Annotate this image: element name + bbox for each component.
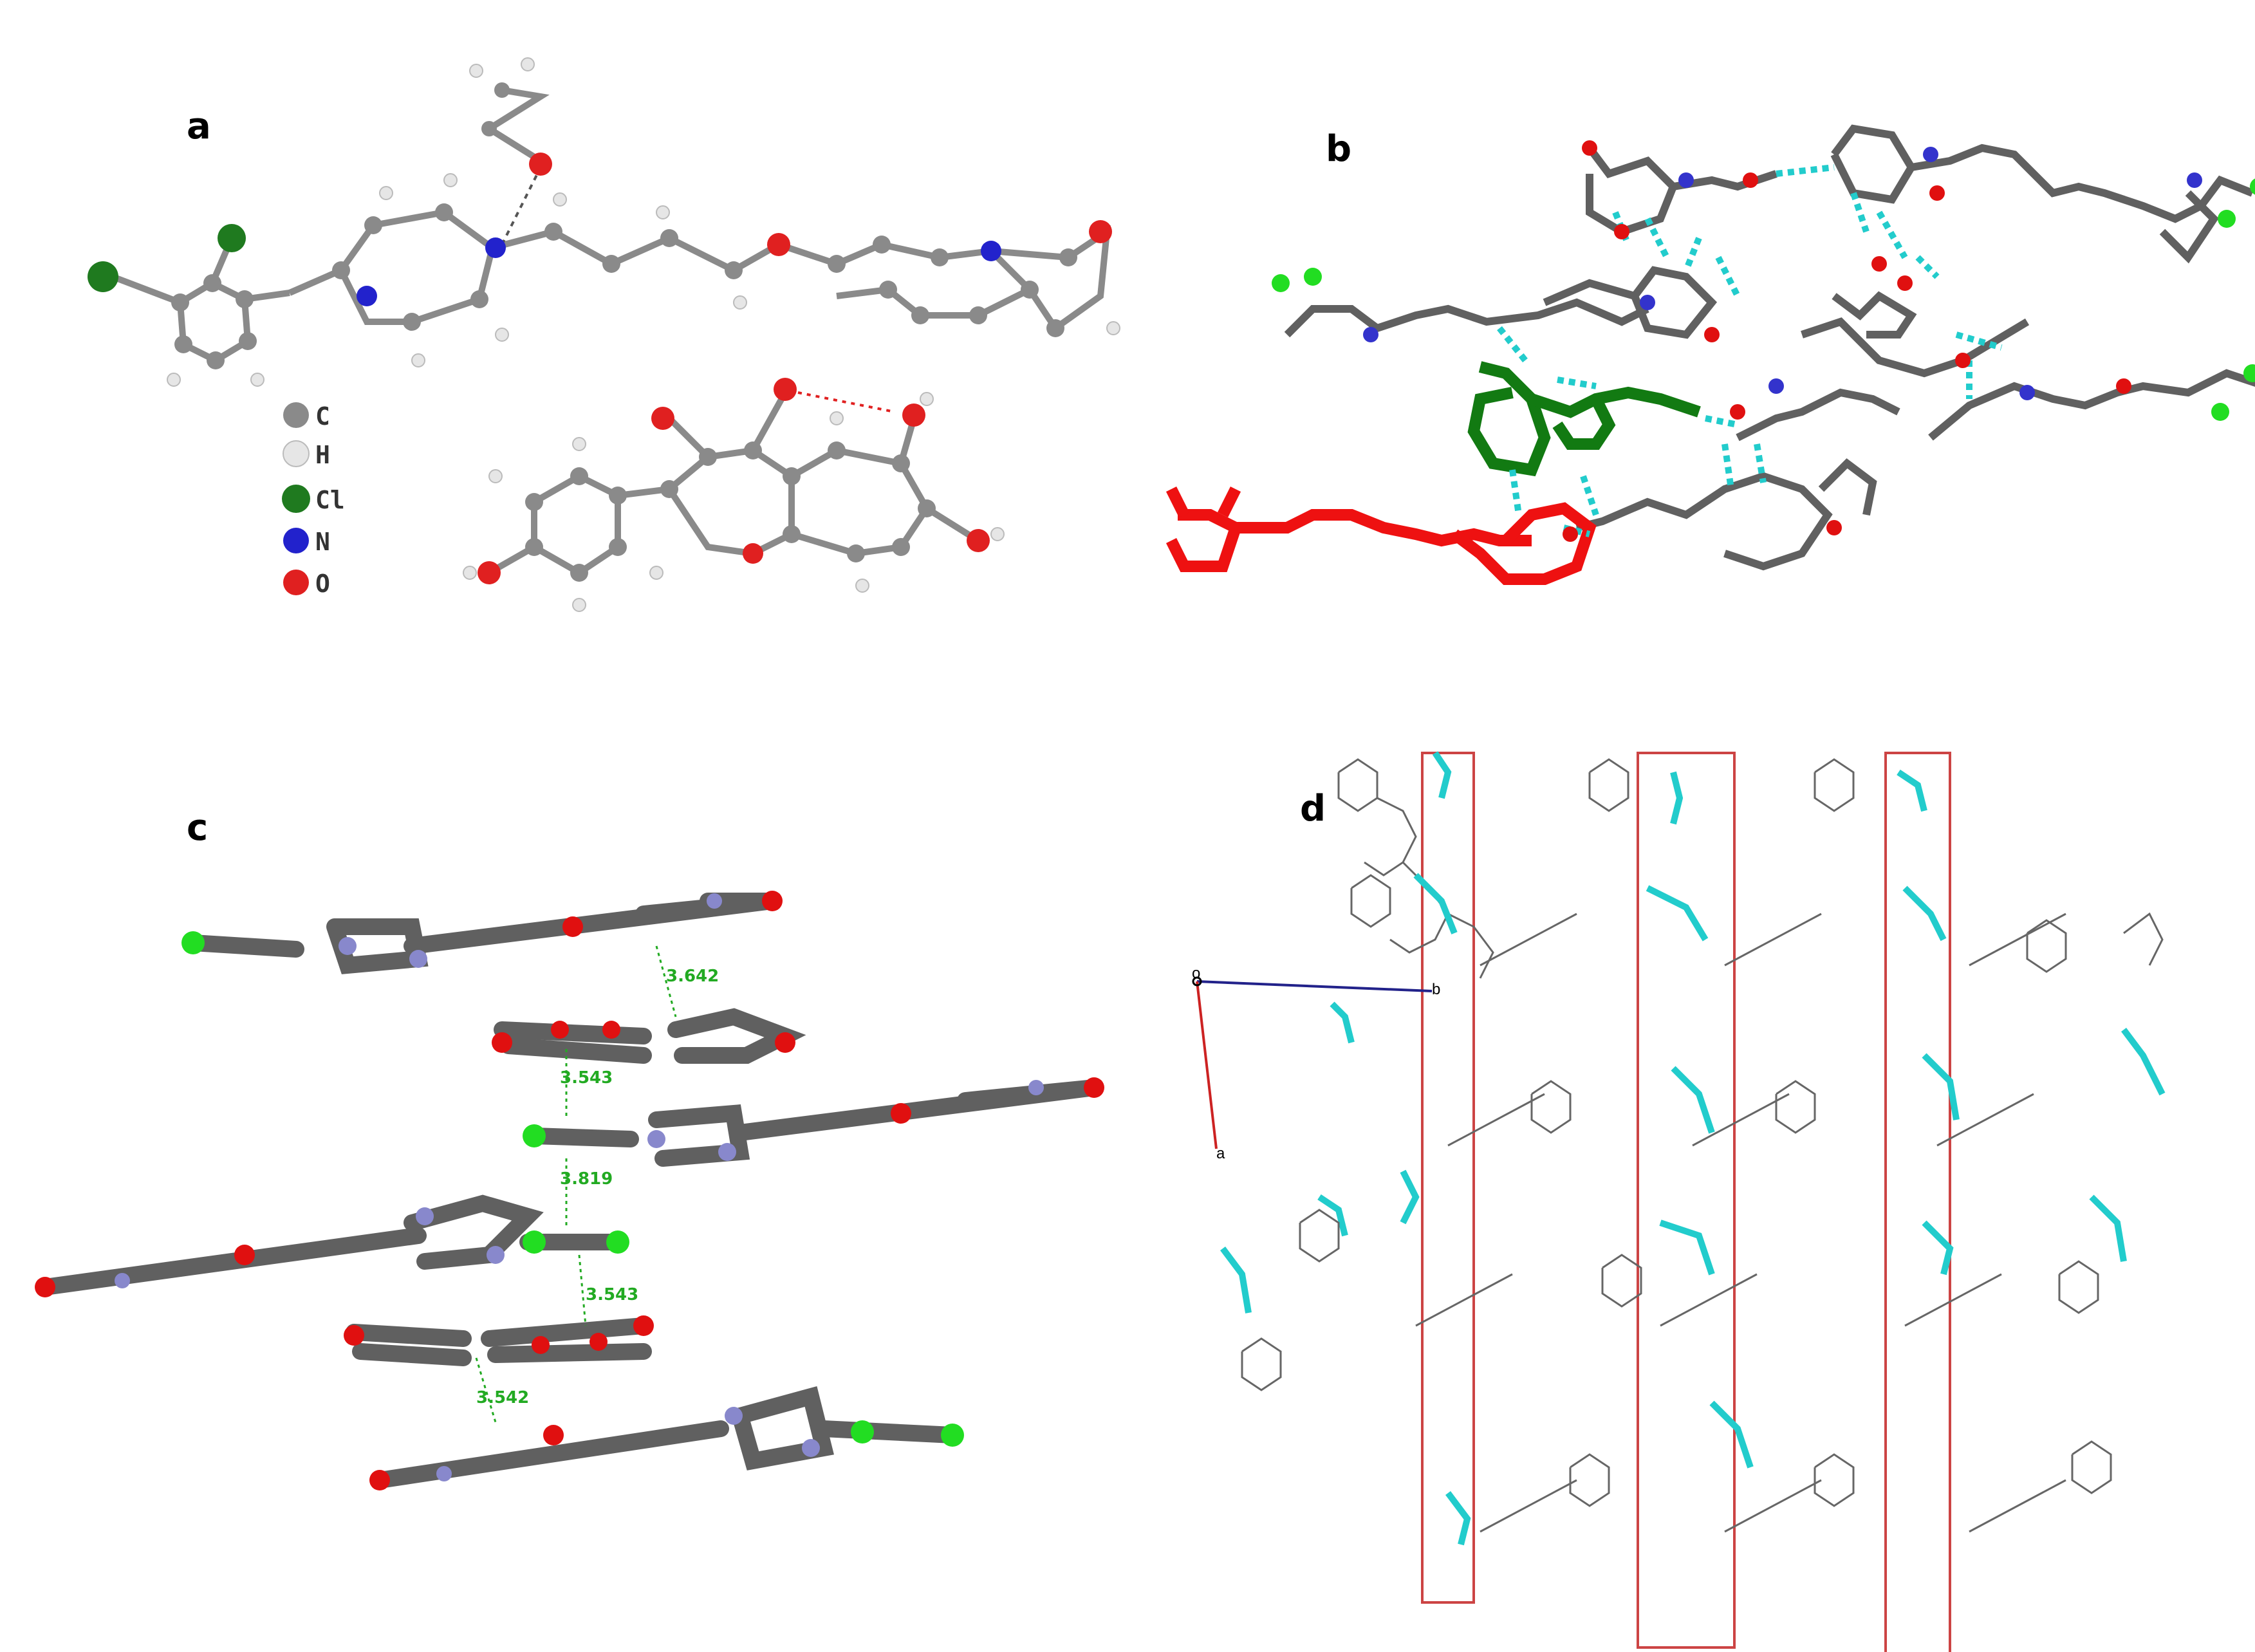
legend-label-h: H bbox=[315, 441, 330, 469]
distance-label-3: 3.819 bbox=[560, 1169, 613, 1189]
oxygen-atom bbox=[767, 233, 790, 256]
panel-a-label: a bbox=[187, 106, 211, 147]
legend-item-cl: Cl bbox=[282, 485, 345, 514]
axis-indicator: o b a bbox=[1192, 965, 1440, 1162]
oxygen-atom bbox=[529, 153, 552, 176]
highlight-molecule-red bbox=[1165, 486, 1597, 585]
nitrogen-atom bbox=[485, 237, 506, 258]
panel-c-label: c bbox=[187, 807, 208, 849]
legend-item-h: H bbox=[283, 440, 330, 469]
panel-d-label: d bbox=[1300, 788, 1326, 830]
legend-item-o: O bbox=[283, 570, 330, 598]
panel-c: c bbox=[35, 807, 1104, 1490]
unit-cell-boxes bbox=[1421, 752, 1951, 1652]
atom-legend: C H Cl N O bbox=[282, 402, 345, 598]
legend-label-cl: Cl bbox=[315, 486, 345, 514]
axis-origin-label: o bbox=[1192, 965, 1200, 982]
nitrogen-atom bbox=[357, 286, 377, 306]
distance-label-5: 3.542 bbox=[476, 1388, 529, 1407]
distance-label-2: 3.543 bbox=[560, 1068, 613, 1088]
chlorine-atom bbox=[218, 224, 246, 252]
legend-label-n: N bbox=[315, 528, 330, 556]
panel-b: b bbox=[1165, 124, 2255, 585]
panel-b-label: b bbox=[1326, 128, 1351, 170]
axis-b-label: b bbox=[1432, 981, 1440, 998]
distance-label-4: 3.543 bbox=[586, 1285, 638, 1304]
hbond-highlights bbox=[1220, 751, 2166, 1546]
nitrogen-atom bbox=[981, 241, 1001, 261]
panel-a: a bbox=[88, 57, 1120, 612]
highlight-molecule-green bbox=[1467, 361, 1701, 477]
pi-stacking-view: 3.642 3.543 3.819 3.543 3.542 bbox=[35, 891, 1104, 1490]
crystal-packing bbox=[1220, 751, 2166, 1546]
hydrogen-bond-network bbox=[1165, 124, 2255, 585]
stacking-distance-lines bbox=[475, 945, 677, 1423]
legend-item-c: C bbox=[283, 402, 330, 431]
legend-item-n: N bbox=[283, 528, 330, 556]
molecule-kaempferol bbox=[463, 378, 1005, 612]
axis-a-label: a bbox=[1216, 1145, 1225, 1162]
panel-d: d bbox=[1192, 751, 2166, 1652]
distance-label-1: 3.642 bbox=[666, 967, 719, 986]
legend-label-o: O bbox=[315, 570, 330, 598]
legend-label-c: C bbox=[315, 402, 330, 431]
chlorine-atom bbox=[88, 261, 118, 292]
oxygen-atom bbox=[1089, 220, 1112, 243]
molecule-aripiprazole bbox=[88, 57, 1120, 387]
